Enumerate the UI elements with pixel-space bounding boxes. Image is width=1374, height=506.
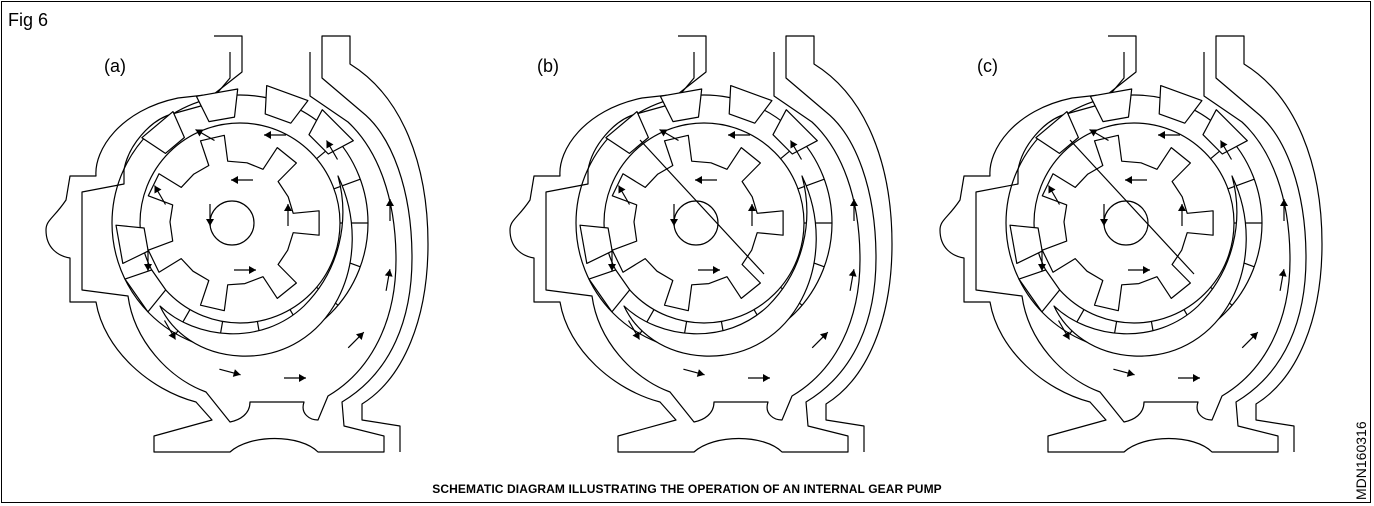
pump-diagram-b <box>464 0 924 506</box>
flow-arrow-head <box>849 269 857 277</box>
pump-diagram-c <box>894 0 1354 506</box>
flow-arrow-head <box>264 131 271 139</box>
fluid-pocket <box>1010 225 1042 263</box>
fluid-pocket <box>265 86 308 124</box>
fluid-pocket <box>729 86 772 124</box>
flow-arrow-head <box>386 199 394 206</box>
flow-arrow-head <box>1280 199 1288 206</box>
flow-arrow-head <box>728 131 735 139</box>
flow-arrow-head <box>697 369 705 377</box>
inner-gear <box>612 135 783 310</box>
flow-arrow-head <box>233 369 241 377</box>
flow-arrow-head <box>299 374 306 382</box>
inner-gear <box>148 135 319 310</box>
figure-code: MDN160316 <box>1353 421 1369 500</box>
figure-caption: SCHEMATIC DIAGRAM ILLUSTRATING THE OPERA… <box>0 482 1374 496</box>
flow-arrow-head <box>1127 369 1135 377</box>
pump-2 <box>940 36 1322 452</box>
flow-arrow-head <box>850 199 858 206</box>
inner-gear <box>1042 135 1213 310</box>
fluid-pocket <box>196 89 237 122</box>
ring-tooth-divider <box>798 179 824 189</box>
ring-tooth-divider <box>1228 179 1254 189</box>
flow-arrow-head <box>1279 269 1287 277</box>
fluid-pocket <box>660 89 701 122</box>
flow-arrow-head <box>1193 374 1200 382</box>
pump-0 <box>46 36 428 452</box>
ring-tooth-divider <box>334 179 360 189</box>
fluid-pocket <box>1090 89 1131 122</box>
flow-arrow-head <box>1158 131 1165 139</box>
fluid-pocket <box>580 225 612 263</box>
flow-arrow-head <box>763 374 770 382</box>
fluid-pocket <box>1159 86 1202 124</box>
fluid-pocket <box>116 225 148 263</box>
pump-1 <box>510 36 892 452</box>
pump-diagram-a <box>0 0 460 506</box>
flow-arrow-head <box>385 269 393 277</box>
